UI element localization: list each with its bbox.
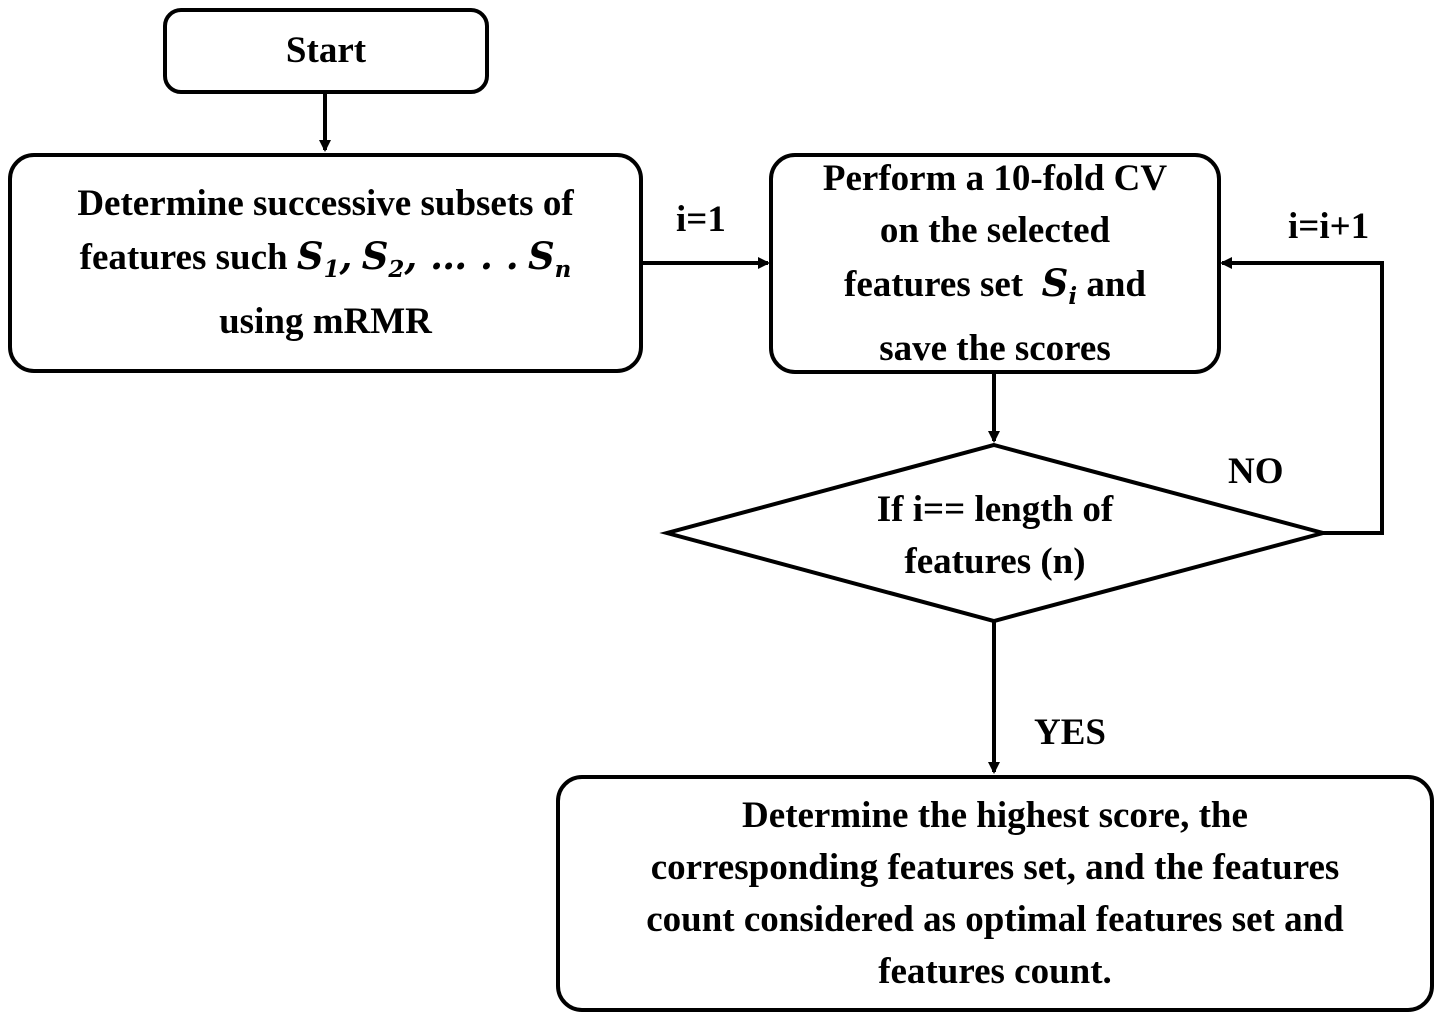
edge-label-yes: YES [1034, 712, 1106, 753]
subsets-node: Determine successive subsets of features… [8, 153, 643, 373]
cv-line3-suffix: and [1086, 263, 1146, 305]
set-sn: Sn [527, 233, 571, 283]
cv-line3-prefix: features set [844, 263, 1024, 305]
decision-line2: features (n) [904, 541, 1086, 582]
subsets-line2: features such S1, S2, … . . Sn [80, 230, 572, 296]
start-node: Start [163, 8, 489, 94]
cv-line4: save the scores [879, 327, 1111, 369]
result-line2: corresponding features set, and the feat… [650, 846, 1340, 888]
cv-line2: on the selected [879, 209, 1111, 251]
subsets-line2-prefix: features such [79, 236, 288, 278]
result-line4: features count. [878, 950, 1112, 992]
separator: , [339, 233, 353, 278]
decision-text: If i== length of features (n) [760, 484, 1230, 588]
subsets-line1: Determine successive subsets of [77, 182, 574, 224]
cv-line3: features set Si and [844, 257, 1146, 323]
subsets-line3: using mRMR [219, 301, 432, 342]
start-label: Start [285, 30, 367, 71]
result-line1: Determine the highest score, the [742, 794, 1248, 836]
edge-label-increment: i=i+1 [1288, 206, 1370, 247]
edge-label-init: i=1 [676, 199, 726, 240]
set-s2-symbol: S [361, 233, 389, 278]
set-s1: S1 [296, 233, 340, 283]
set-si-index: i [1068, 282, 1078, 310]
set-sn-index: n [554, 256, 572, 283]
result-node: Determine the highest score, the corresp… [556, 775, 1434, 1012]
set-si-symbol: S [1041, 260, 1069, 305]
arrow-no-loop [1220, 257, 1384, 535]
cv-node: Perform a 10-fold CV on the selected fea… [769, 153, 1221, 374]
set-s1-index: 1 [323, 256, 340, 283]
decision-line1: If i== length of [876, 489, 1114, 530]
set-s2: S2 [361, 233, 405, 283]
set-si: Si [1041, 260, 1077, 310]
result-line3: count considered as optimal features set… [646, 898, 1344, 940]
cv-line1: Perform a 10-fold CV [822, 157, 1168, 199]
ellipsis: , … . . [404, 233, 519, 278]
set-sn-symbol: S [527, 233, 555, 278]
edge-label-no: NO [1228, 451, 1284, 492]
set-s1-symbol: S [296, 233, 324, 278]
set-s2-index: 2 [388, 256, 405, 283]
